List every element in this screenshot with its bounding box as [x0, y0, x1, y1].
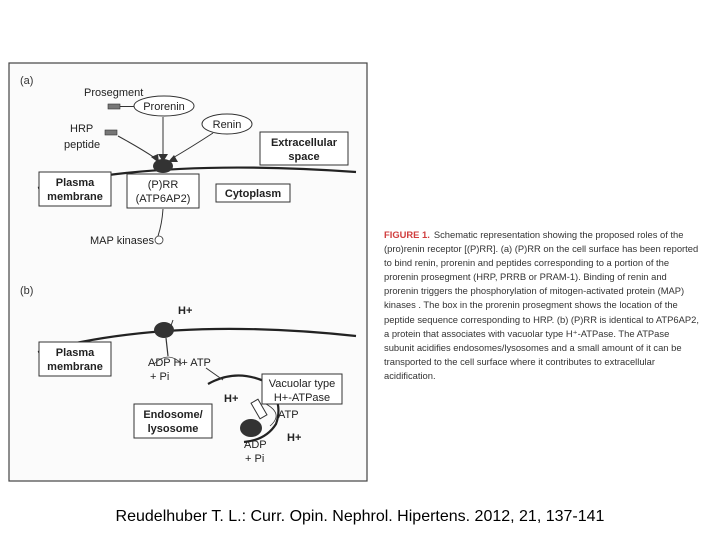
pi-bottom-label: + Pi: [245, 453, 264, 465]
receptor-oval-b: [154, 322, 174, 338]
hrp-label-line1: HRP: [70, 123, 93, 135]
endosome-label-line2: lysosome: [148, 423, 199, 435]
renin-ellipse: [201, 113, 253, 135]
prosegment-label: Prosegment: [84, 87, 143, 99]
plasma-membrane-b-line1: Plasma: [56, 347, 95, 359]
plasma-membrane-a-line2: membrane: [47, 191, 103, 203]
plasma-membrane-b-line2: membrane: [47, 361, 103, 373]
adp-h-atp-label: ADP H+ ATP: [148, 357, 211, 369]
endosome-box: [133, 403, 213, 439]
pi-top-label: + Pi: [150, 371, 169, 383]
cytoplasm-box: [215, 183, 291, 203]
h-plus-mid: H+: [224, 393, 238, 405]
panel-b-label: (b): [20, 285, 33, 297]
schematic-figure: (a) Prosegment Prorenin Renin HRP peptid…: [8, 62, 368, 482]
endosome-label-line1: Endosome/: [143, 409, 202, 421]
vacuolar-label-line2: H+-ATPase: [274, 392, 330, 404]
atpase-stalk: [250, 398, 268, 420]
figure-label: FIGURE 1.: [384, 229, 430, 240]
plasma-membrane-box-a: [38, 171, 112, 207]
h-plus-top: H+: [178, 305, 192, 317]
prorenin-label: Prorenin: [143, 101, 185, 113]
prorenin-arrowhead: [158, 154, 168, 162]
renin-label: Renin: [213, 119, 242, 131]
atp-arc-top: [153, 356, 183, 365]
hrp-label-line2: peptide: [64, 139, 100, 151]
adp-bottom-label: ADP: [244, 439, 267, 451]
citation: Reudelhuber T. L.: Curr. Opin. Nephrol. …: [115, 508, 605, 525]
receptor-label-line2: (ATP6AP2): [136, 193, 191, 205]
plasma-membrane-box-b: [38, 341, 112, 377]
hrp-arrow: [117, 135, 156, 159]
prosegment-box: [107, 103, 121, 110]
receptor-label-line1: (P)RR: [148, 179, 179, 191]
cytoplasm-label: Cytoplasm: [225, 188, 281, 200]
extracellular-label-line1: Extracellular: [271, 137, 338, 149]
atpase-subunit: [240, 419, 262, 437]
receptor-oval-a: [153, 159, 173, 173]
extracellular-box: [259, 131, 349, 166]
figure-caption: FIGURE 1.Schematic representation showin…: [384, 228, 702, 383]
transport-arrow: [205, 367, 224, 381]
renin-arrowhead: [168, 155, 178, 162]
hrp-box: [104, 129, 118, 136]
map-kinase-arrow: [157, 208, 164, 237]
receptor-stalk-b: [165, 337, 169, 357]
prorenin-ellipse: [133, 95, 195, 117]
map-kinases-label: MAP kinases: [90, 235, 154, 247]
vacuolar-label-line1: Vacuolar type: [269, 378, 335, 390]
phosphate-mark: [154, 235, 164, 245]
plasma-membrane-a-line1: Plasma: [56, 177, 95, 189]
panel-a-label: (a): [20, 75, 33, 87]
vacuolar-box: [261, 373, 343, 405]
extracellular-label-line2: space: [288, 151, 319, 163]
atp-arc-bottom: [265, 403, 277, 427]
caption-text: Schematic representation showing the pro…: [384, 229, 699, 381]
receptor-box: [126, 173, 200, 209]
atp-label: ATP: [278, 409, 299, 421]
h-plus-bottom: H+: [287, 432, 301, 444]
